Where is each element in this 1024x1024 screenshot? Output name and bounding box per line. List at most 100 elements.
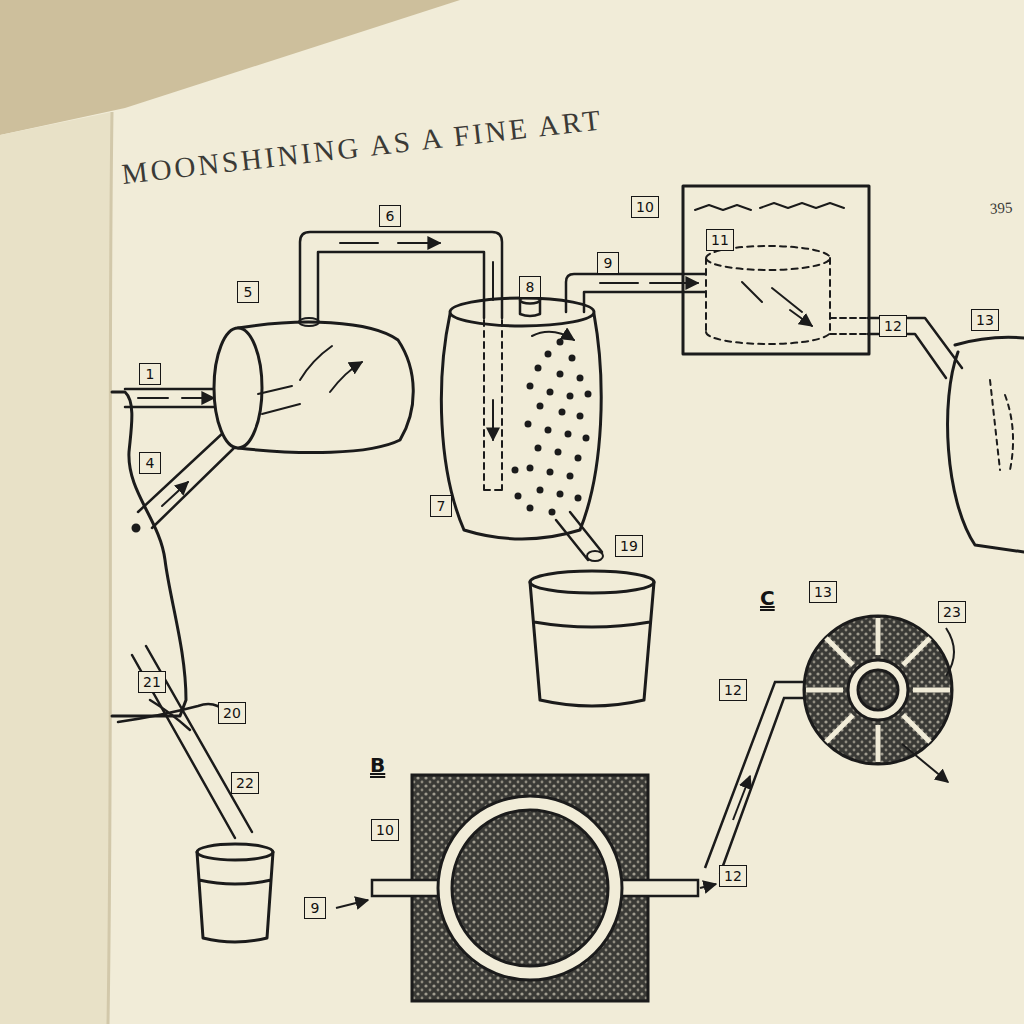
callout-number: 7 bbox=[435, 497, 447, 515]
bubbles bbox=[557, 371, 564, 378]
callout-box: 13 bbox=[809, 581, 837, 603]
drain-spout bbox=[556, 512, 602, 560]
bubbles bbox=[567, 393, 574, 400]
callout-number: 22 bbox=[236, 774, 254, 792]
callout-box: 20 bbox=[218, 702, 246, 724]
callout-number: 8 bbox=[524, 278, 536, 296]
bubbles bbox=[569, 355, 576, 362]
bubbles bbox=[512, 467, 519, 474]
bubbles bbox=[583, 435, 590, 442]
bubbles bbox=[515, 493, 522, 500]
bubbles bbox=[557, 491, 564, 498]
flow-arrow bbox=[492, 262, 494, 440]
jug bbox=[948, 337, 1024, 552]
rising-pipe bbox=[733, 776, 750, 820]
bucket-rim bbox=[530, 571, 654, 593]
callout-number: 9 bbox=[602, 254, 614, 272]
bubbles bbox=[527, 465, 534, 472]
callout-box: 1 bbox=[139, 363, 161, 385]
callout-box: 4 bbox=[139, 452, 161, 474]
plan-view-c bbox=[804, 616, 952, 764]
callout-box: 9 bbox=[597, 252, 619, 274]
callout-box: 8 bbox=[519, 276, 541, 298]
bubbles bbox=[512, 339, 592, 516]
plan-view-c bbox=[804, 616, 954, 782]
rising-pipe bbox=[705, 682, 808, 874]
view-letter: C bbox=[760, 585, 775, 611]
plan-view-c bbox=[858, 670, 898, 710]
hidden-pipe bbox=[830, 318, 868, 334]
pail-rim bbox=[197, 844, 273, 860]
vapour-pipe bbox=[300, 232, 502, 322]
bubbles bbox=[577, 413, 584, 420]
drain-pipe bbox=[132, 646, 252, 838]
page-number: 395 bbox=[989, 199, 1013, 218]
bubbles bbox=[545, 427, 552, 434]
spout-mouth bbox=[587, 551, 603, 561]
view-letter: B bbox=[370, 752, 385, 778]
bubbles bbox=[525, 421, 532, 428]
bubbles bbox=[555, 449, 562, 456]
flow-arrow bbox=[258, 346, 362, 414]
bubbles bbox=[537, 403, 544, 410]
page-ground bbox=[108, 112, 112, 1024]
callout-number: 12 bbox=[884, 317, 902, 335]
callout-box: 9 bbox=[304, 897, 326, 919]
callout-box: 6 bbox=[379, 205, 401, 227]
callout-box: 12 bbox=[719, 679, 747, 701]
plan-view-b bbox=[438, 796, 622, 980]
pipe-mouth bbox=[299, 318, 319, 326]
barrel-end bbox=[214, 328, 262, 448]
flow-arrow bbox=[162, 482, 188, 506]
callout-number: 23 bbox=[943, 603, 961, 621]
callout-number: 12 bbox=[724, 867, 742, 885]
cap-arm-pipe bbox=[125, 389, 222, 407]
callout-box: 19 bbox=[615, 535, 643, 557]
bubbles bbox=[545, 351, 552, 358]
rising-pipe bbox=[705, 682, 808, 874]
bubbles bbox=[577, 375, 584, 382]
callout-box: 10 bbox=[371, 819, 399, 841]
callout-number: 1 bbox=[144, 365, 156, 383]
jug-detail bbox=[990, 380, 1013, 470]
bubbles bbox=[527, 383, 534, 390]
plan-view-b bbox=[412, 775, 648, 1001]
flow-arrow bbox=[340, 242, 440, 244]
water-line bbox=[695, 203, 844, 210]
flow-arrow bbox=[532, 332, 574, 340]
callout-number: 10 bbox=[636, 198, 654, 216]
callout-box: 23 bbox=[938, 601, 966, 623]
bubbles bbox=[559, 409, 566, 416]
bubbles bbox=[535, 365, 542, 372]
callout-number: 21 bbox=[143, 673, 161, 691]
callout-box: 10 bbox=[631, 196, 659, 218]
flow-arrow bbox=[138, 397, 214, 399]
callout-number: 11 bbox=[711, 231, 729, 249]
plan-view-c bbox=[946, 628, 954, 676]
return-pipe bbox=[138, 432, 234, 528]
plan-view-b bbox=[336, 775, 716, 1001]
callout-box: 7 bbox=[430, 495, 452, 517]
bubbles bbox=[575, 455, 582, 462]
callout-box: 13 bbox=[971, 309, 999, 331]
bubbles bbox=[537, 487, 544, 494]
callout-box: 11 bbox=[706, 229, 734, 251]
hidden-coil bbox=[706, 246, 830, 344]
plan-view-c bbox=[806, 618, 950, 762]
bubbles bbox=[535, 445, 542, 452]
callout-box: 22 bbox=[231, 772, 259, 794]
flow-arrow bbox=[742, 282, 812, 326]
bubbles bbox=[527, 505, 534, 512]
thumper-barrel bbox=[441, 314, 601, 539]
bubbles bbox=[547, 469, 554, 476]
bubbles bbox=[575, 495, 582, 502]
bubbles bbox=[585, 391, 592, 398]
page-ground bbox=[0, 0, 460, 135]
callout-number: 19 bbox=[620, 537, 638, 555]
plan-view-b bbox=[700, 884, 716, 888]
callout-number: 13 bbox=[814, 583, 832, 601]
bubbles bbox=[567, 473, 574, 480]
callout-number: 9 bbox=[309, 899, 321, 917]
